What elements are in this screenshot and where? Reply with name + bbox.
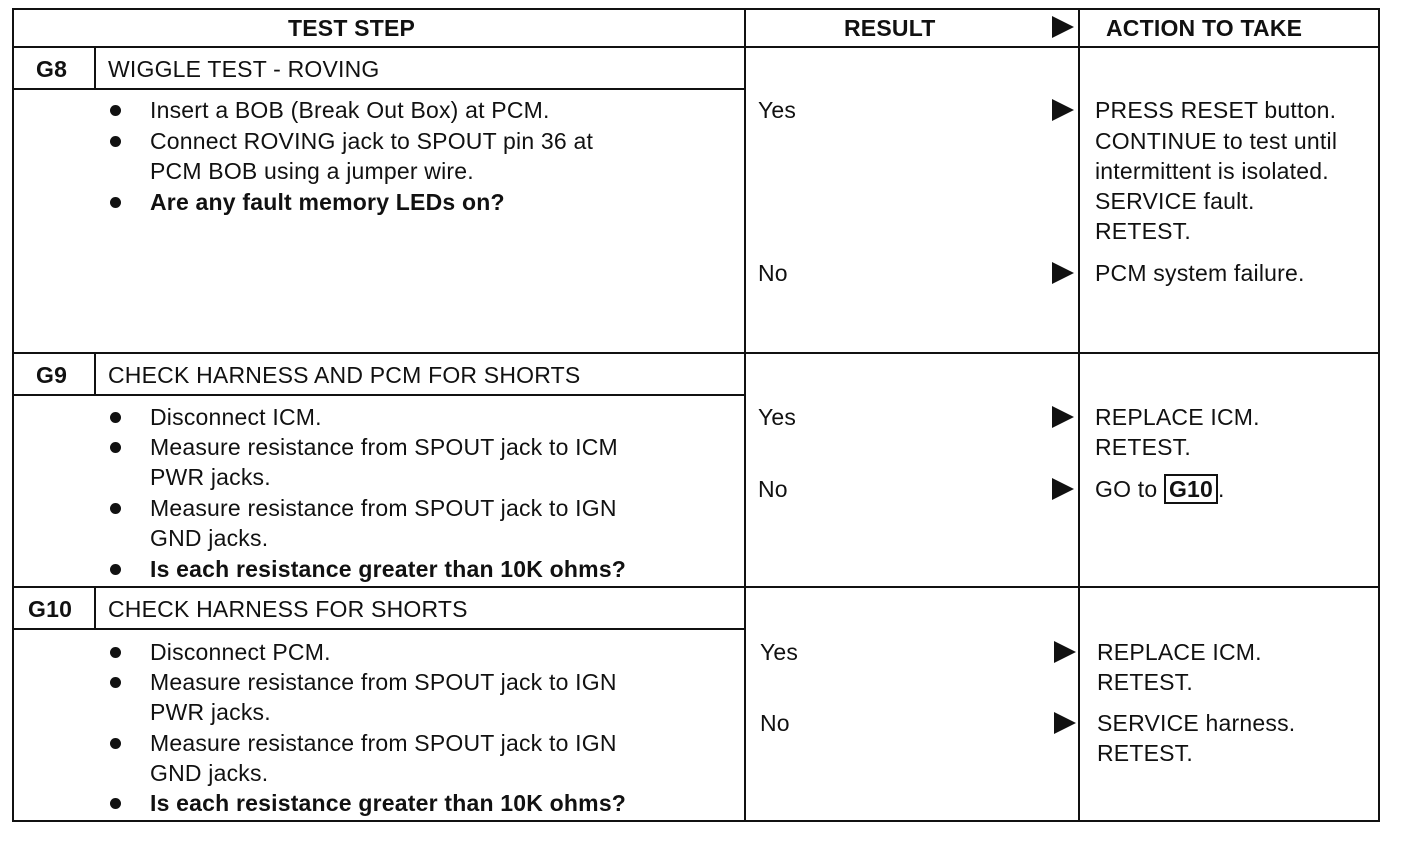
g9-result-yes: Yes — [758, 404, 797, 430]
bullet-icon — [110, 564, 121, 575]
g10-bullet-3-line-2: GND jacks. — [150, 760, 269, 786]
column-divider-action — [1078, 8, 1080, 822]
g8-id-divider — [94, 48, 96, 90]
step-title-g9: CHECK HARNESS AND PCM FOR SHORTS — [108, 362, 581, 388]
g8-no-arrow-icon — [1052, 262, 1074, 284]
g9-id-divider — [94, 354, 96, 396]
g9-no-action-suffix: . — [1218, 476, 1225, 502]
bullet-icon — [110, 798, 121, 809]
g10-yes-action-2: RETEST. — [1097, 669, 1193, 695]
table-border-right — [1378, 8, 1380, 822]
g8-bullet-2-line-1: Connect ROVING jack to SPOUT pin 36 at — [150, 128, 594, 154]
g8-title-underline — [12, 88, 746, 90]
g8-result-no: No — [758, 260, 788, 286]
g10-result-no: No — [760, 710, 790, 736]
g10-result-yes: Yes — [760, 639, 799, 665]
bullet-icon — [110, 677, 121, 688]
g8-yes-action-4: SERVICE fault. — [1095, 188, 1255, 214]
g9-no-arrow-icon — [1052, 478, 1074, 500]
g8-yes-action-1: PRESS RESET button. — [1095, 97, 1337, 123]
g8-row-bottom — [12, 352, 1380, 354]
table-border-bottom — [12, 820, 1380, 822]
bullet-icon — [110, 105, 121, 116]
bullet-icon — [110, 503, 121, 514]
g10-title-underline — [12, 628, 746, 630]
g9-result-no: No — [758, 476, 788, 502]
g8-bullet-3: Are any fault memory LEDs on? — [150, 189, 505, 215]
step-title-g8: WIGGLE TEST - ROVING — [108, 56, 380, 82]
g9-bullet-3-line-1: Measure resistance from SPOUT jack to IG… — [150, 495, 617, 521]
g8-no-action-1: PCM system failure. — [1095, 260, 1305, 286]
header-test-step: TEST STEP — [288, 15, 416, 41]
g10-bullet-4: Is each resistance greater than 10K ohms… — [150, 790, 627, 816]
bullet-icon — [110, 647, 121, 658]
g10-id-divider — [94, 588, 96, 630]
step-reference-g10[interactable]: G10 — [1163, 474, 1219, 504]
bullet-icon — [110, 136, 121, 147]
header-result: RESULT — [844, 15, 936, 41]
header-divider — [12, 46, 1380, 48]
g10-yes-action-1: REPLACE ICM. — [1097, 639, 1262, 665]
g9-bullet-2-line-2: PWR jacks. — [150, 464, 271, 490]
bullet-icon — [110, 738, 121, 749]
header-arrow-icon — [1052, 16, 1074, 38]
g10-bullet-3-line-1: Measure resistance from SPOUT jack to IG… — [150, 730, 617, 756]
g9-no-action: GO to G10. — [1095, 474, 1225, 504]
bullet-icon — [110, 197, 121, 208]
g9-bullet-3-line-2: GND jacks. — [150, 525, 269, 551]
g8-result-yes: Yes — [758, 97, 797, 123]
g9-row-bottom — [12, 586, 1380, 588]
bullet-icon — [110, 412, 121, 423]
g10-no-action-2: RETEST. — [1097, 740, 1193, 766]
g9-bullet-2-line-1: Measure resistance from SPOUT jack to IC… — [150, 434, 618, 460]
step-title-g10: CHECK HARNESS FOR SHORTS — [108, 596, 468, 622]
g9-no-action-prefix: GO to — [1095, 476, 1164, 502]
g8-yes-action-3: intermittent is isolated. — [1095, 158, 1329, 184]
g9-yes-arrow-icon — [1052, 406, 1074, 428]
g9-yes-action-1: REPLACE ICM. — [1095, 404, 1260, 430]
g9-title-underline — [12, 394, 746, 396]
g8-yes-action-5: RETEST. — [1095, 218, 1191, 244]
g9-yes-action-2: RETEST. — [1095, 434, 1191, 460]
g10-no-action-1: SERVICE harness. — [1097, 710, 1296, 736]
table-border-top — [12, 8, 1380, 10]
step-id-g9: G9 — [36, 362, 68, 388]
g10-bullet-2-line-1: Measure resistance from SPOUT jack to IG… — [150, 669, 617, 695]
diagnostic-table: TEST STEP RESULT ACTION TO TAKE G8 WIGGL… — [12, 8, 1380, 822]
g10-no-arrow-icon — [1054, 712, 1076, 734]
g8-bullet-1: Insert a BOB (Break Out Box) at PCM. — [150, 97, 550, 123]
g9-bullet-4: Is each resistance greater than 10K ohms… — [150, 556, 627, 582]
table-border-left — [12, 8, 14, 822]
header-action: ACTION TO TAKE — [1106, 15, 1303, 41]
g8-yes-arrow-icon — [1052, 99, 1074, 121]
bullet-icon — [110, 442, 121, 453]
g10-bullet-1: Disconnect PCM. — [150, 639, 331, 665]
g8-bullet-2-line-2: PCM BOB using a jumper wire. — [150, 158, 474, 184]
step-id-g10: G10 — [28, 596, 73, 622]
step-id-g8: G8 — [36, 56, 68, 82]
g10-yes-arrow-icon — [1054, 641, 1076, 663]
g8-yes-action-2: CONTINUE to test until — [1095, 128, 1338, 154]
column-divider-result — [744, 8, 746, 822]
g9-bullet-1: Disconnect ICM. — [150, 404, 322, 430]
g10-bullet-2-line-2: PWR jacks. — [150, 699, 271, 725]
